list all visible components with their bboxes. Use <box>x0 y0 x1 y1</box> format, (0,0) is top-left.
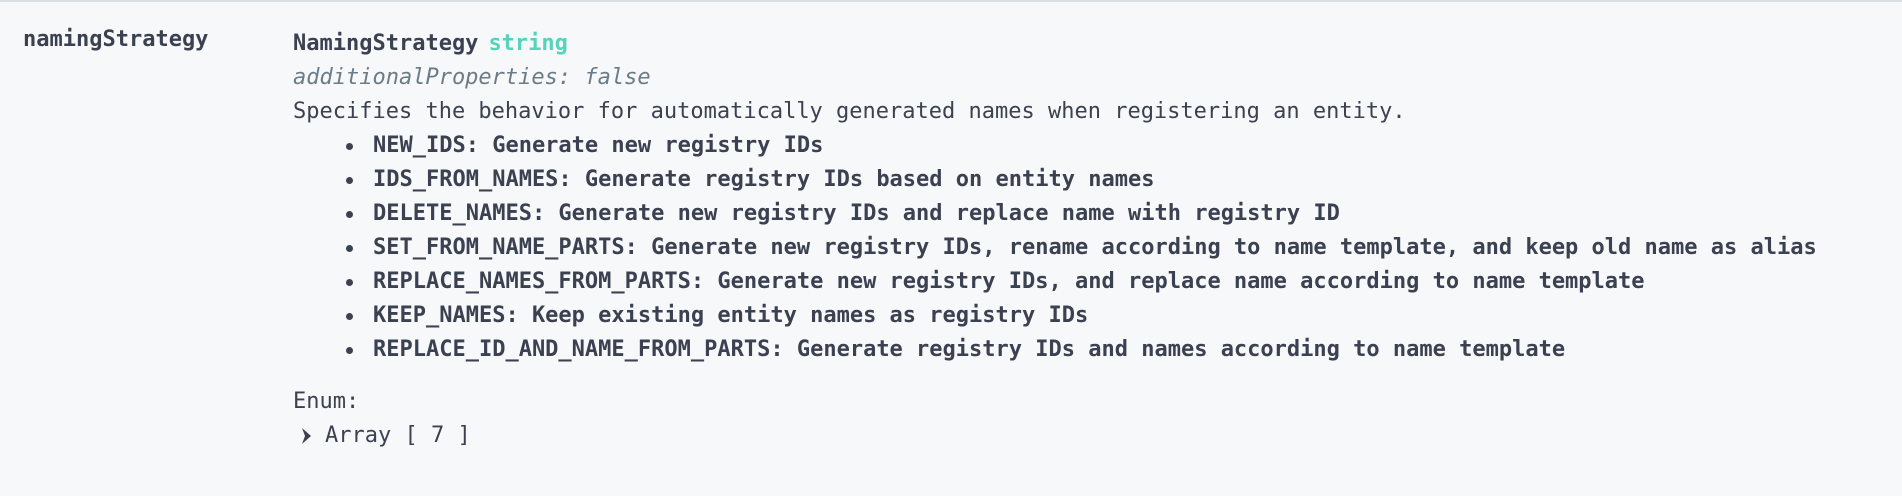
list-item: KEEP_NAMES: Keep existing entity names a… <box>346 299 1883 333</box>
enum-description-text: REPLACE_ID_AND_NAME_FROM_PARTS: Generate… <box>373 337 1566 362</box>
type-line: NamingStrategy string <box>293 27 1883 61</box>
property-details: NamingStrategy string additionalPropertie… <box>293 27 1883 453</box>
enum-description-text: IDS_FROM_NAMES: Generate registry IDs ba… <box>373 167 1155 192</box>
enum-array-toggle[interactable]: Array [ 7 ] <box>293 419 471 453</box>
bullet-icon <box>346 347 353 354</box>
list-item: REPLACE_ID_AND_NAME_FROM_PARTS: Generate… <box>346 333 1883 367</box>
list-item: SET_FROM_NAME_PARTS: Generate new regist… <box>346 231 1883 265</box>
bullet-icon <box>346 245 353 252</box>
chevron-right-icon <box>299 426 321 446</box>
enum-description-text: SET_FROM_NAME_PARTS: Generate new regist… <box>373 235 1817 260</box>
property-name: namingStrategy <box>23 27 209 52</box>
bullet-icon <box>346 143 353 150</box>
bullet-icon <box>346 177 353 184</box>
bullet-icon <box>346 313 353 320</box>
enum-description-list: NEW_IDS: Generate new registry IDs IDS_F… <box>293 129 1883 367</box>
list-item: DELETE_NAMES: Generate new registry IDs … <box>346 197 1883 231</box>
enum-description-text: DELETE_NAMES: Generate new registry IDs … <box>373 201 1340 226</box>
property-description: Specifies the behavior for automatically… <box>293 99 1406 124</box>
list-item: REPLACE_NAMES_FROM_PARTS: Generate new r… <box>346 265 1883 299</box>
enum-description-text: KEEP_NAMES: Keep existing entity names a… <box>373 303 1089 328</box>
enum-array-label: Array [ 7 ] <box>325 423 471 448</box>
type-kind: string <box>488 31 568 56</box>
list-item: IDS_FROM_NAMES: Generate registry IDs ba… <box>346 163 1883 197</box>
enum-description-text: NEW_IDS: Generate new registry IDs <box>373 133 824 158</box>
bullet-icon <box>346 211 353 218</box>
list-item: NEW_IDS: Generate new registry IDs <box>346 129 1883 163</box>
type-name: NamingStrategy <box>293 31 479 56</box>
additional-properties: additionalProperties: false <box>293 65 651 90</box>
bullet-icon <box>346 279 353 286</box>
section-divider <box>0 0 1902 2</box>
enum-label: Enum: <box>293 389 360 414</box>
enum-description-text: REPLACE_NAMES_FROM_PARTS: Generate new r… <box>373 269 1645 294</box>
